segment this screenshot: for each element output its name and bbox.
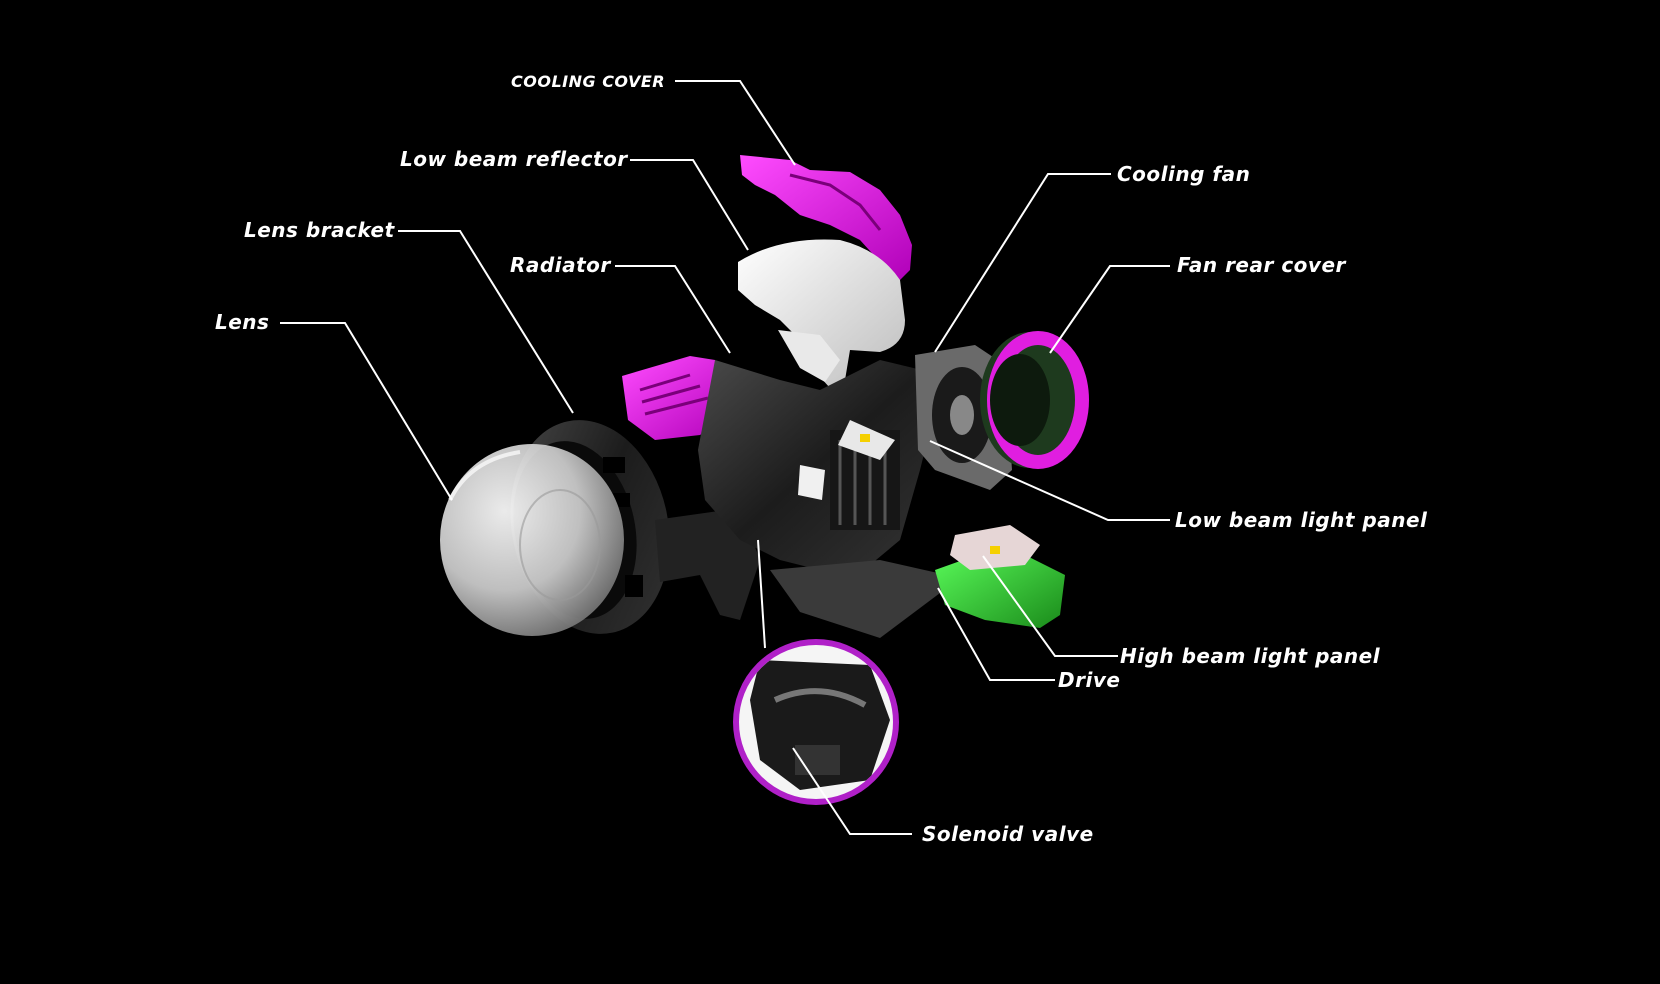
label-lens: Lens [215,310,269,334]
leader-solenoid-valve [792,747,912,835]
leader-low-beam-reflector [630,159,749,251]
leader-drive [937,587,1055,681]
leader-fan-rear-cover [1049,265,1170,354]
label-radiator: Radiator [510,253,611,277]
leader-lens-bracket [398,230,574,414]
label-low-beam-reflector: Low beam reflector [400,147,628,171]
solenoid-valve-inset [733,639,899,805]
label-lens-bracket: Lens bracket [244,218,396,242]
low-beam-reflector-part [738,239,905,388]
label-cooling-fan: Cooling fan [1117,162,1250,186]
leader-low-beam-light-panel [929,440,1170,521]
leader-cooling-fan [934,173,1111,353]
label-solenoid-valve: Solenoid valve [922,822,1094,846]
label-drive: Drive [1058,668,1120,692]
label-low-beam-light-panel: Low beam light panel [1175,508,1428,532]
leader-high-beam-light-panel [982,555,1118,657]
main-body-part [698,360,960,638]
label-cooling-cover: COOLING COVER [511,72,665,91]
leader-lens [280,322,453,501]
label-fan-rear-cover: Fan rear cover [1177,253,1347,277]
cooling-cover-part [740,155,912,282]
label-high-beam-light-panel: High beam light panel [1120,644,1381,668]
high-beam-light-panel-part [935,525,1065,628]
cooling-fan-part [915,345,1012,490]
fan-rear-cover-part [980,331,1089,469]
leader-solenoid-valve-inset [757,539,766,649]
leader-radiator [615,265,731,354]
leader-lines [280,80,1170,835]
lens-part [440,444,624,636]
leader-cooling-cover [675,80,796,166]
